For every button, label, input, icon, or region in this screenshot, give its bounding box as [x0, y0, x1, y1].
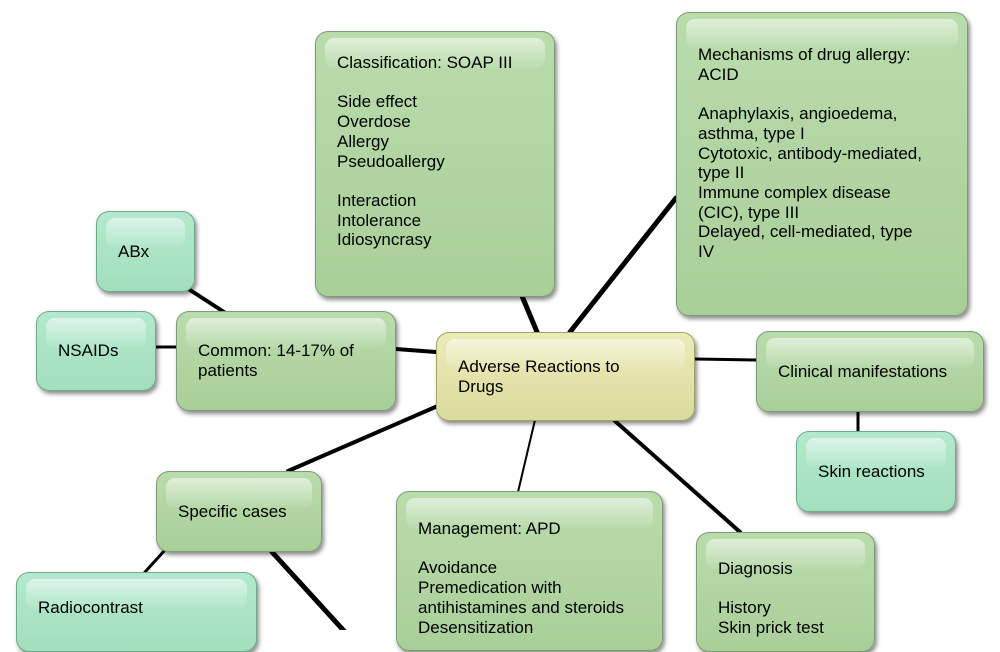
- mechanisms-node[interactable]: Mechanisms of drug allergy: ACID Anaphyl…: [676, 12, 968, 316]
- diagnosis-text: Diagnosis History Skin prick test: [718, 559, 824, 638]
- skin-reactions-text: Skin reactions: [818, 461, 925, 481]
- center-text: Adverse Reactions to Drugs: [458, 356, 620, 396]
- connector-lines: [143, 195, 860, 630]
- management-node[interactable]: Management: APD Avoidance Premedication …: [396, 491, 663, 651]
- nsaids-text: NSAIDs: [58, 341, 119, 361]
- diagnosis-node[interactable]: Diagnosis History Skin prick test: [696, 532, 875, 652]
- connector-center-classification: [519, 293, 540, 335]
- clinical-manifestations-text: Clinical manifestations: [778, 361, 948, 381]
- center-node[interactable]: Adverse Reactions to Drugs: [436, 332, 695, 421]
- mechanisms-text: Mechanisms of drug allergy: ACID Anaphyl…: [698, 45, 922, 262]
- connector-specific-radiocontrast: [143, 548, 167, 574]
- classification-node[interactable]: Classification: SOAP III Side effect Ove…: [315, 31, 555, 297]
- connector-center-clinical: [693, 357, 758, 362]
- specific-cases-text: Specific cases: [178, 501, 287, 521]
- connector-common-abx: [188, 288, 226, 314]
- clinical-manifestations-node[interactable]: Clinical manifestations: [756, 331, 984, 412]
- abx-node[interactable]: ABx: [96, 211, 195, 292]
- abx-text: ABx: [118, 241, 150, 261]
- common-node[interactable]: Common: 14-17% of patients: [176, 311, 396, 411]
- radiocontrast-text: Radiocontrast: [38, 598, 143, 617]
- common-text: Common: 14-17% of patients: [198, 341, 354, 380]
- management-text: Management: APD Avoidance Premedication …: [418, 519, 625, 637]
- radiocontrast-node[interactable]: Radiocontrast: [16, 572, 257, 652]
- specific-cases-node[interactable]: Specific cases: [156, 471, 322, 552]
- connector-center-specific: [286, 403, 442, 473]
- connector-center-common: [394, 347, 438, 354]
- connector-center-diagnosis: [613, 419, 742, 534]
- nsaids-node[interactable]: NSAIDs: [36, 311, 156, 391]
- connector-center-mechanisms: [567, 195, 679, 335]
- connector-center-management: [517, 419, 536, 493]
- classification-text: Classification: SOAP III Side effect Ove…: [337, 53, 513, 250]
- connector-specific-offscreen: [269, 549, 347, 630]
- skin-reactions-node[interactable]: Skin reactions: [796, 431, 956, 512]
